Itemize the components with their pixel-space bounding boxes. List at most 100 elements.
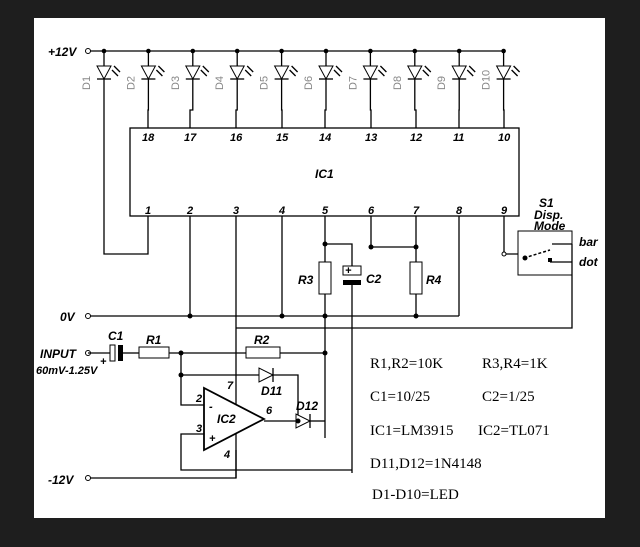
ic2-minus: -: [209, 401, 213, 413]
led-array: D1 D2 D3 D4 D5 D6 D7 D8 D9 D10: [81, 48, 521, 128]
r4: [409, 261, 423, 295]
pin1-wire: [103, 88, 149, 255]
s1-title-1: Disp.: [534, 208, 563, 222]
v-zero-terminal: [85, 313, 91, 319]
note-r1r2: R1,R2=10K: [370, 356, 443, 372]
ic2-pin2: 2: [195, 393, 202, 405]
junction-0v-pin2: [187, 313, 193, 319]
pin9-wire: [503, 216, 518, 255]
input-range: 60mV-1.25V: [36, 365, 99, 377]
switch-common-terminal: [501, 251, 507, 257]
ic2-body: [203, 386, 266, 452]
r4-label: R4: [426, 273, 442, 287]
s1-body[interactable]: [517, 230, 573, 276]
ic1-top-pin: 18: [142, 132, 155, 144]
r3: [318, 261, 332, 295]
led-label: D9: [436, 76, 448, 90]
note-leds: D1-D10=LED: [372, 487, 459, 503]
s1-label: S1: [539, 196, 554, 210]
ic1-bottom-pin: 1: [145, 205, 151, 217]
led-label: D3: [170, 76, 182, 90]
ic1-top-pin: 17: [184, 132, 197, 144]
noninv-wire: [180, 433, 352, 471]
led-label: D8: [392, 76, 404, 90]
s1-contact: [548, 258, 552, 262]
ic1-bottom-pin: 2: [186, 205, 193, 217]
led-d3: D3: [170, 48, 210, 128]
s1-lever: [523, 249, 551, 259]
ic1-top-pin: 16: [230, 132, 243, 144]
ic1-bottom-pin: 9: [501, 205, 508, 217]
led-d6: D6: [303, 48, 343, 128]
ic1-bottom-pin: 8: [456, 205, 463, 217]
s1-title-2: Mode: [534, 219, 566, 233]
ic1-label: IC1: [315, 167, 334, 181]
ic1-top-pin: 12: [410, 132, 422, 144]
led-d8: D8: [392, 48, 432, 128]
junction-pin7: [413, 244, 419, 250]
c1-plate-left: [109, 344, 116, 362]
ic2-pin4: 4: [223, 449, 230, 461]
note-diodes: D11,D12=1N4148: [370, 456, 482, 472]
v-plus-terminal: [85, 48, 91, 54]
c1-plate-right: [118, 345, 123, 361]
v-plus-label: +12V: [48, 45, 77, 59]
d11: [258, 367, 275, 383]
note-ic1: IC1=LM3915: [370, 423, 453, 439]
junction-0v-pin4: [279, 313, 285, 319]
s1-pivot: [522, 255, 528, 261]
junction-d11: [178, 372, 184, 378]
note-r3r4: R3,R4=1K: [482, 356, 548, 372]
ic2-pin6: 6: [266, 405, 273, 417]
led-label: D2: [125, 76, 137, 90]
led-d4: D4: [214, 48, 254, 128]
ic1-top-pin: 13: [365, 132, 377, 144]
d11-label: D11: [261, 384, 282, 398]
led-d7: D7: [347, 48, 387, 128]
r2-label: R2: [254, 333, 270, 347]
v-minus-terminal: [85, 475, 91, 481]
s1-bar-label: bar: [579, 235, 599, 249]
d12-label: D12: [296, 399, 318, 413]
led-d2: D2: [125, 48, 165, 128]
led-label: D4: [214, 76, 226, 90]
ic2-plus: +: [209, 433, 216, 445]
c2-top-wire: [325, 243, 353, 266]
r3-label: R3: [298, 273, 314, 287]
led-label: D5: [259, 76, 271, 90]
ic1-bottom-pin: 4: [278, 205, 285, 217]
v-minus-label: -12V: [48, 473, 74, 487]
led-d1: D1: [81, 48, 121, 90]
ic1-top-pin: 10: [498, 132, 511, 144]
led-label: D10: [481, 70, 493, 90]
r2: [245, 346, 281, 359]
r1: [138, 346, 170, 359]
led-d5: D5: [259, 48, 299, 128]
note-ic2: IC2=TL071: [478, 423, 550, 439]
c1-label: C1: [108, 329, 124, 343]
c2-plus: +: [345, 265, 352, 277]
note-c2: C2=1/25: [482, 389, 535, 405]
junction-0v-r4: [413, 313, 419, 319]
ic2-label: IC2: [217, 412, 236, 426]
ic1-bottom-pin: 7: [413, 205, 420, 217]
inv-input-wire: [180, 353, 199, 406]
led-label: D6: [303, 76, 315, 90]
ic1-top-pin: 15: [276, 132, 289, 144]
d11-right-wire: [273, 374, 299, 421]
ic1-top-pin: 14: [319, 132, 331, 144]
c1-plus: +: [100, 356, 107, 368]
ic1-top-pin: 11: [453, 132, 464, 144]
junction-c2: [322, 241, 328, 247]
junction-d12: [295, 418, 301, 424]
ic2-pin7: 7: [227, 380, 234, 392]
junction-pin6: [368, 244, 374, 250]
led-d10: D10: [481, 48, 521, 128]
switch-return-wire: [236, 244, 573, 329]
junction-r2-out: [322, 350, 328, 356]
ic1-bottom-pin: 5: [322, 205, 329, 217]
v-zero-label: 0V: [60, 310, 76, 324]
led-label: D7: [347, 76, 359, 90]
led-label: D1: [81, 76, 93, 90]
